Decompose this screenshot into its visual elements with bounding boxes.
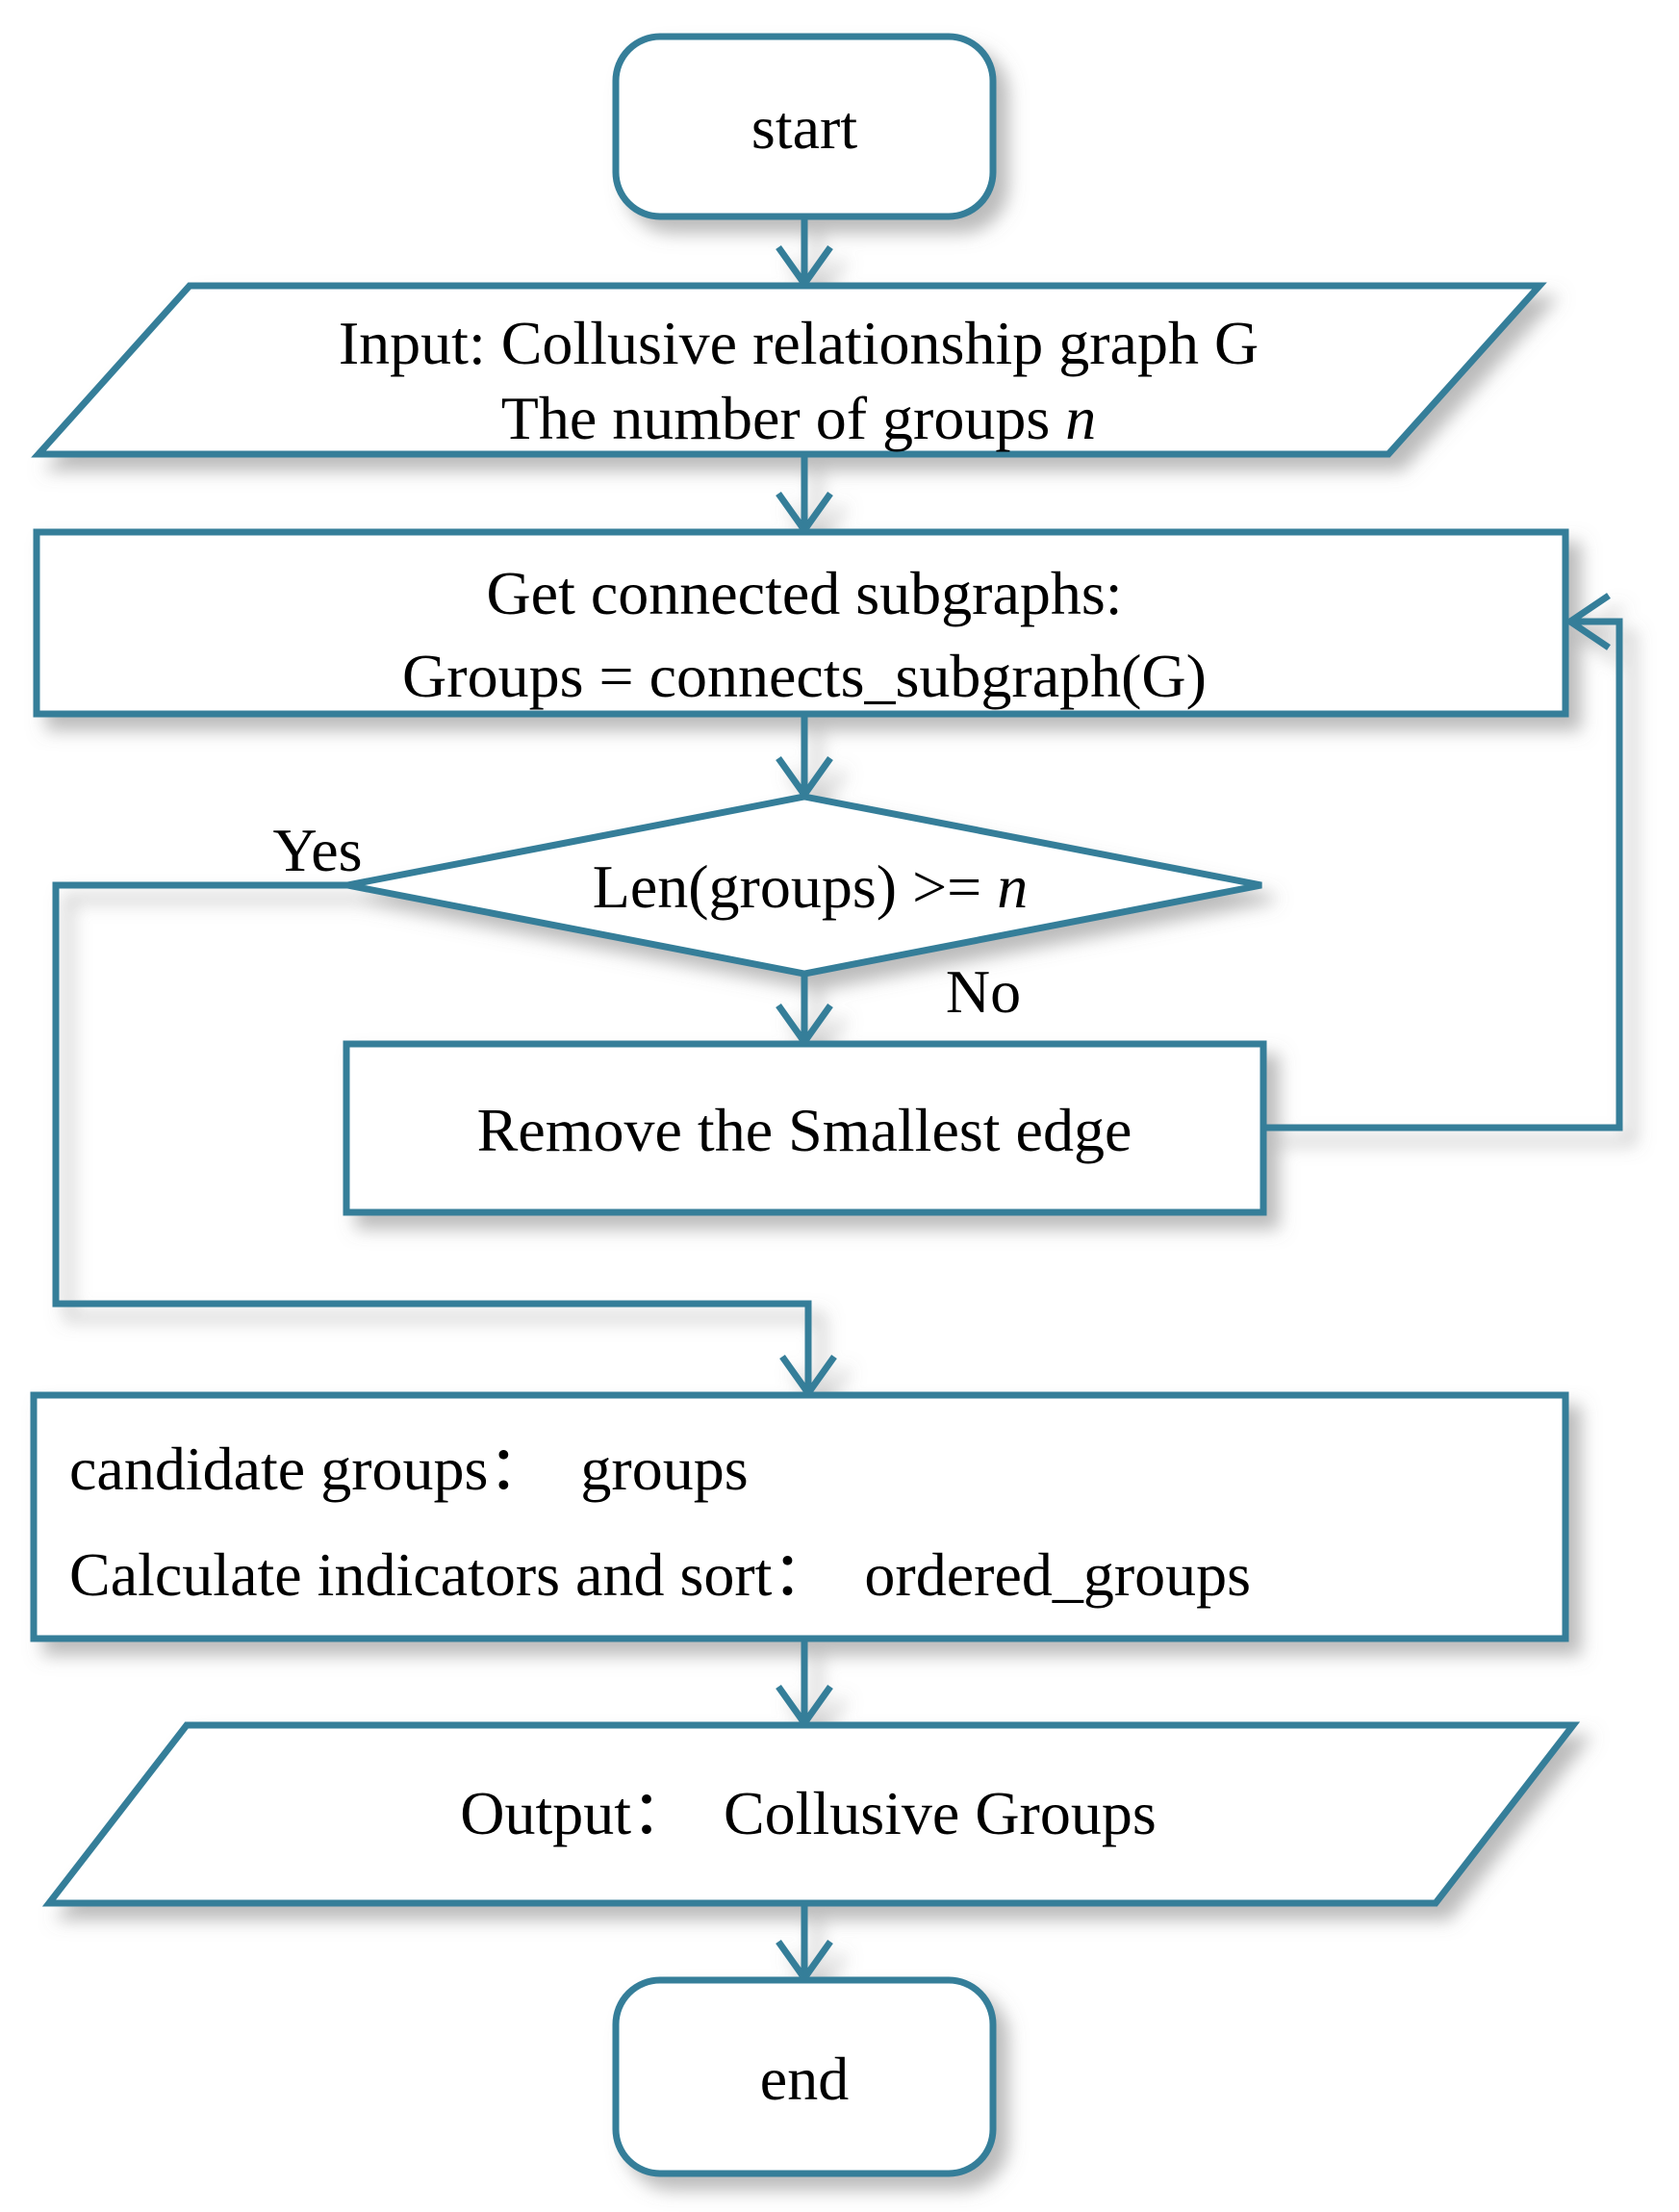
start-label: start [751, 93, 857, 162]
get-subgraphs-label-line2: Groups = connects_subgraph(G) [402, 642, 1207, 710]
remove-edge-label: Remove the Smallest edge [477, 1096, 1132, 1164]
input-label-line2: The number of groups n [501, 384, 1097, 452]
input-label-line2-prefix: The number of groups [501, 384, 1066, 452]
yes-branch-label: Yes [272, 816, 362, 884]
edge-decision-yes [52, 881, 812, 1391]
diagram-shapes [30, 33, 1623, 2177]
end-label: end [760, 2045, 849, 2113]
candidate-node [30, 1391, 1569, 1642]
edge-loopback [1263, 618, 1623, 1131]
output-node [41, 1721, 1581, 1907]
decision-label-var: n [997, 852, 1028, 921]
input-label-line2-var: n [1065, 384, 1096, 452]
arrowhead-left-icon [1564, 593, 1611, 650]
get-subgraphs-node [33, 528, 1569, 718]
decision-label: Len(groups) >= n [593, 852, 1029, 921]
decision-node [346, 793, 1262, 978]
diagram-labels: start Input: Collusive relationship grap… [69, 93, 1259, 2113]
output-label: Output： Collusive Groups [460, 1779, 1157, 1847]
decision-label-prefix: Len(groups) >= [593, 852, 998, 921]
start-node [612, 33, 997, 220]
candidate-label-line1: candidate groups： groups [69, 1435, 749, 1503]
input-node [31, 282, 1547, 458]
candidate-label-line2: Calculate indicators and sort： ordered_g… [69, 1540, 1251, 1609]
get-subgraphs-label-line1: Get connected subgraphs: [486, 559, 1122, 627]
no-branch-label: No [946, 957, 1021, 1026]
remove-edge-node [343, 1040, 1267, 1216]
end-node [612, 1976, 997, 2177]
input-label-line1: Input: Collusive relationship graph G [339, 309, 1259, 377]
